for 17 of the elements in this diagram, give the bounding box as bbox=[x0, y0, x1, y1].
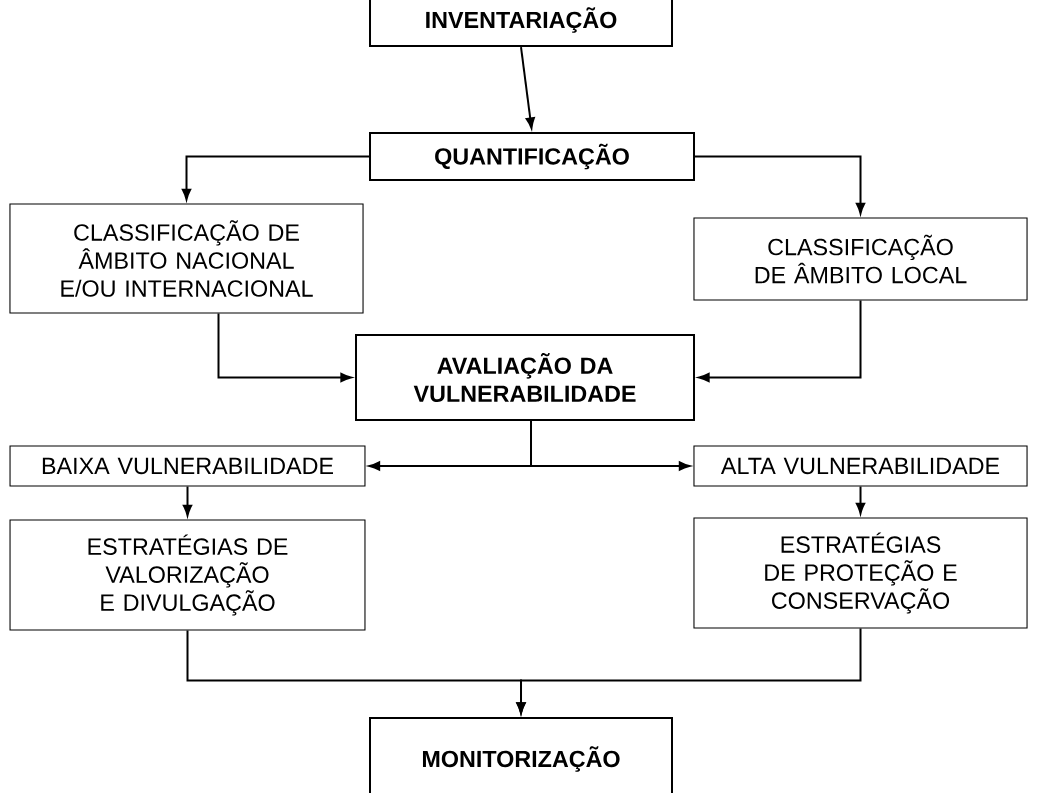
arrow bbox=[694, 155, 866, 215]
process-box: BAIXA VULNERABILIDADE bbox=[9, 445, 366, 487]
arrow bbox=[520, 46, 535, 129]
process-box: CLASSIFICAÇÃO DE ÂMBITO LOCAL bbox=[693, 217, 1028, 301]
process-box: ALTA VULNERABILIDADE bbox=[693, 445, 1028, 487]
arrow bbox=[182, 485, 193, 517]
arrow bbox=[516, 627, 862, 714]
arrow bbox=[530, 420, 691, 471]
process-box: QUANTIFICAÇÃO bbox=[369, 132, 695, 181]
process-box: ESTRATÉGIAS DE VALORIZAÇÃO E DIVULGAÇÃO bbox=[9, 519, 366, 631]
process-box: ESTRATÉGIAS DE PROTEÇÃO E CONSERVAÇÃO bbox=[693, 517, 1028, 629]
arrow bbox=[181, 155, 370, 201]
process-box: INVENTARIAÇÃO bbox=[369, 0, 673, 47]
arrow bbox=[855, 485, 866, 515]
process-box: AVALIAÇÃO DA VULNERABILIDADE bbox=[355, 333, 695, 422]
process-box: MONITORIZAÇÃO bbox=[369, 717, 673, 793]
process-box: CLASSIFICAÇÃO DE ÂMBITO NACIONAL E/OU INTERNACIONAL bbox=[9, 203, 364, 314]
